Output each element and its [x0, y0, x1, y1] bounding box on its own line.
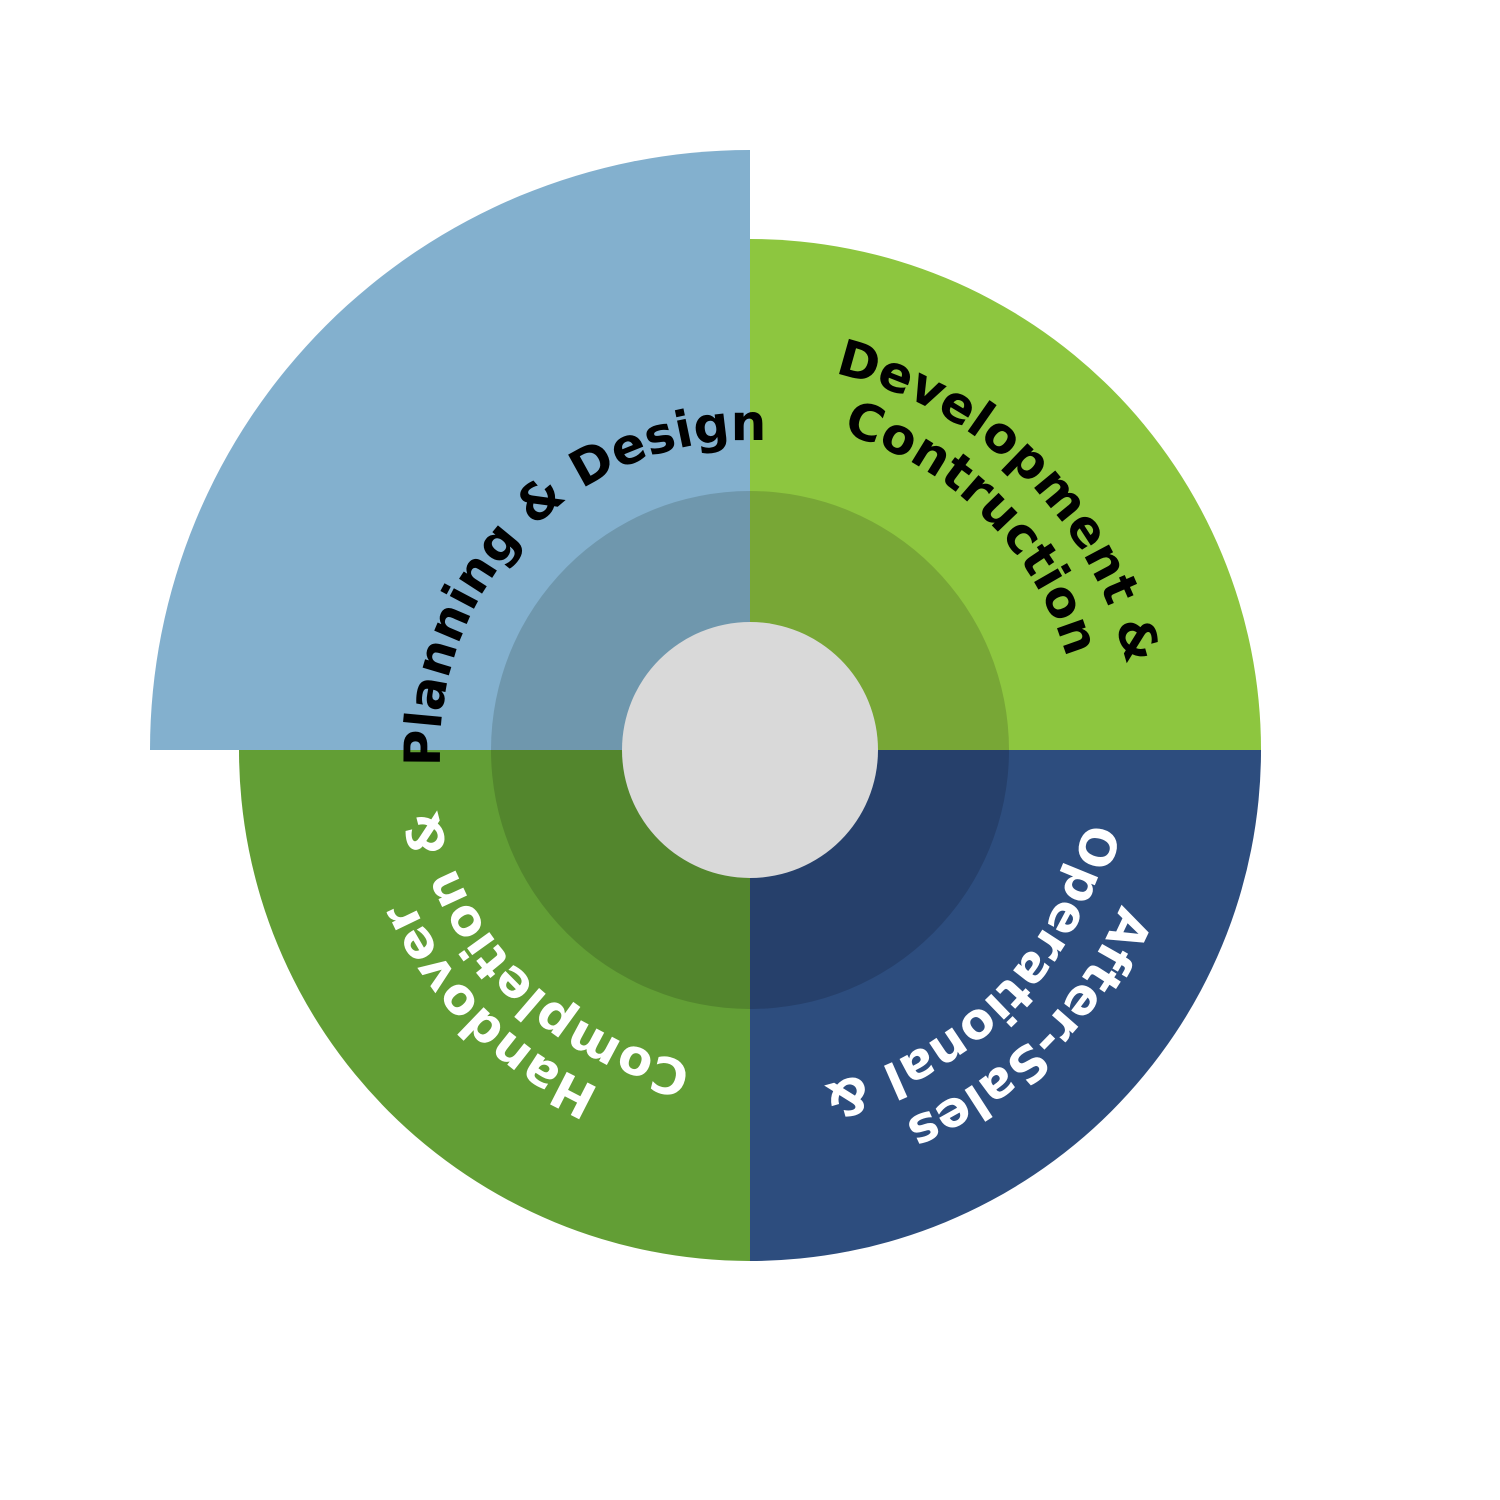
center-circle	[622, 622, 878, 878]
